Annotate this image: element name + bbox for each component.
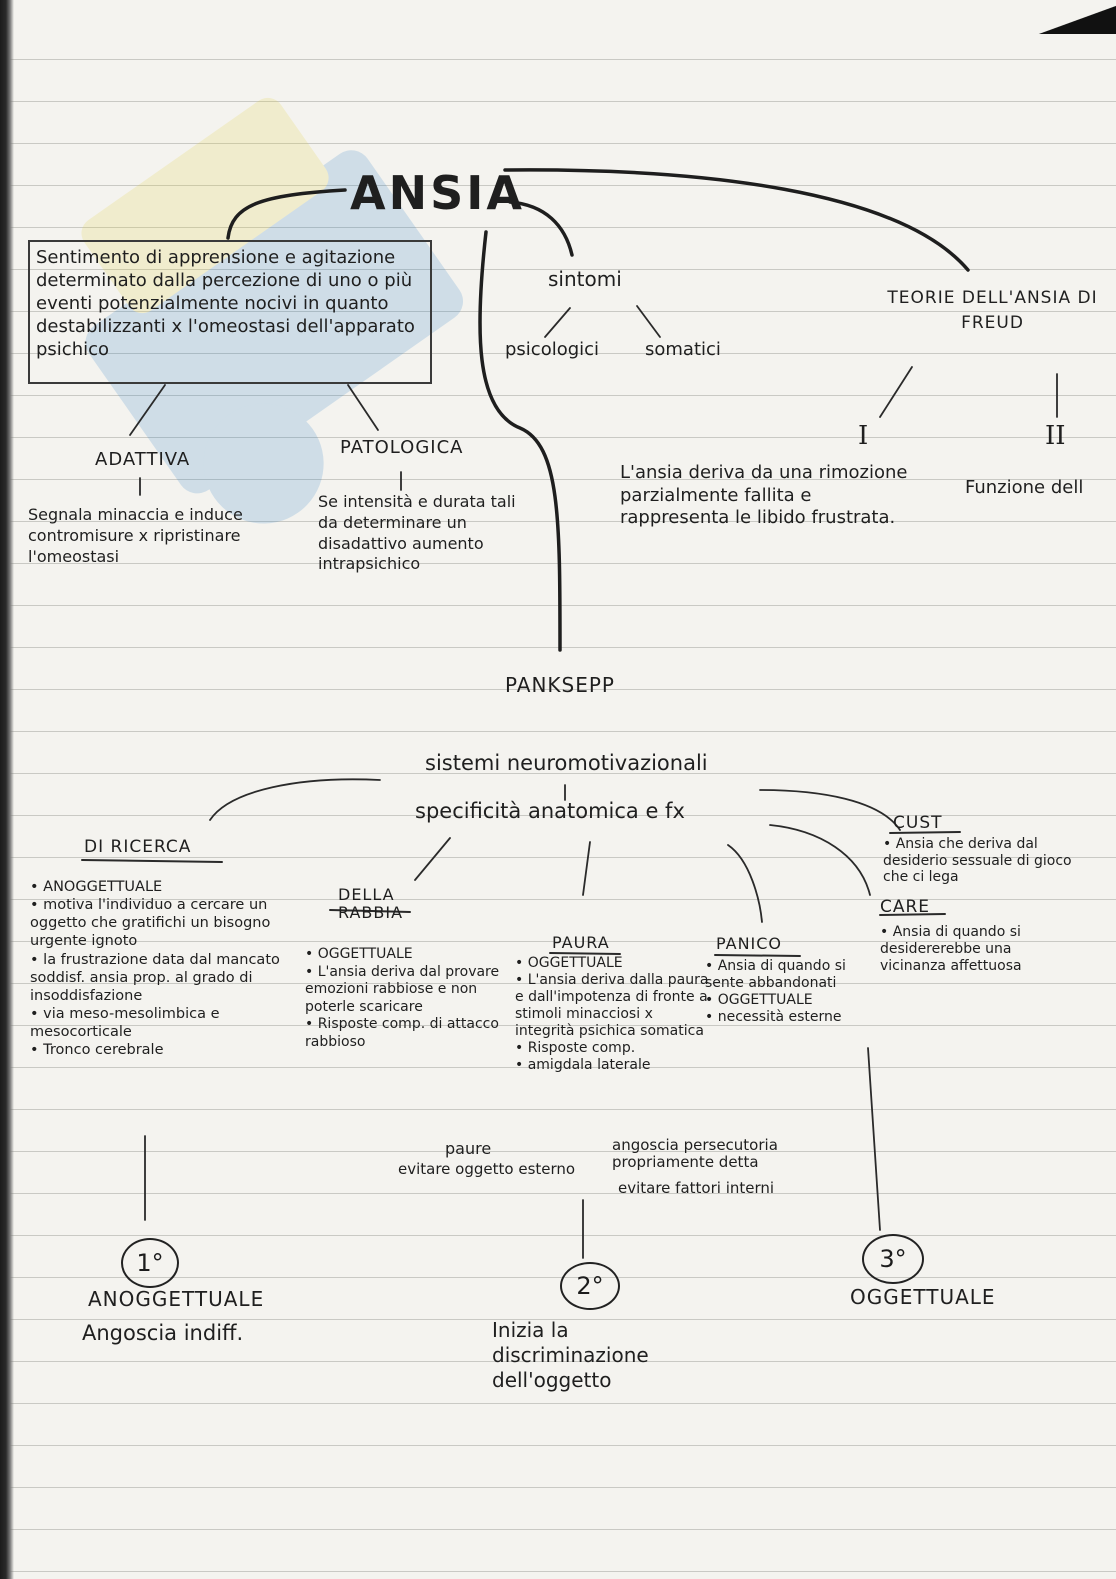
stage-3-label: OGGETTUALE <box>850 1286 996 1308</box>
adattiva-text: Segnala minaccia e induce contromisure x… <box>28 505 298 567</box>
stage-1-circle: 1° <box>121 1238 179 1288</box>
stage-1-sub: Angoscia indiff. <box>82 1322 243 1346</box>
teoria-one-text: L'ansia deriva da una rimozione parzialm… <box>620 462 910 530</box>
patologica-text: Se intensità e durata tali da determinar… <box>318 492 538 575</box>
paura-title: PAURA <box>552 934 610 952</box>
paure-label: paure <box>445 1140 491 1158</box>
angoscia-label: angoscia persecutoria propriamente detta <box>612 1137 852 1172</box>
adattiva-label: ADATTIVA <box>95 450 190 470</box>
stage-1-label: ANOGGETTUALE <box>88 1288 264 1310</box>
care-title: CARE <box>880 898 930 917</box>
patologica-label: PATOLOGICA <box>340 438 463 458</box>
teoria-one-numeral: I <box>858 422 868 451</box>
teorie-label: TEORIE DELL'ANSIA DI FREUD <box>880 286 1105 335</box>
cust-title: CUST <box>893 814 943 833</box>
ricerca-title: DI RICERCA <box>84 838 191 857</box>
teoria-two-numeral: II <box>1045 422 1066 451</box>
angoscia-text: evitare fattori interni <box>618 1180 774 1197</box>
sintomi-psicologici: psicologici <box>505 340 599 360</box>
care-text: • Ansia di quando si desidererebbe una v… <box>880 924 1080 974</box>
ricerca-text: • ANOGGETTUALE • motiva l'individuo a ce… <box>30 878 295 1059</box>
sintomi-label: sintomi <box>548 268 622 290</box>
rabbia-title: DELLA RABBIA <box>338 886 428 921</box>
panico-text: • Ansia di quando si sente abbandonati •… <box>705 958 870 1026</box>
stage-2-sub: Inizia la discriminazione dell'oggetto <box>492 1318 702 1393</box>
stage-2-circle: 2° <box>560 1262 620 1310</box>
sintomi-somatici: somatici <box>645 340 721 360</box>
paure-text: evitare oggetto esterno <box>398 1160 583 1178</box>
rabbia-text: • OGGETTUALE • L'ansia deriva dal provar… <box>305 946 505 1051</box>
teoria-two-text: Funzione dell <box>965 478 1083 498</box>
panksepp-specificity: specificità anatomica e fx <box>415 800 685 824</box>
stage-3-circle: 3° <box>862 1234 924 1284</box>
panico-title: PANICO <box>716 935 782 953</box>
cust-text: • Ansia che deriva dal desiderio sessual… <box>883 836 1088 886</box>
panksepp-name: PANKSEPP <box>505 674 615 696</box>
paura-text: • OGGETTUALE • L'ansia deriva dalla paur… <box>515 955 715 1075</box>
panksepp-systems: sistemi neuromotivazionali <box>425 752 708 776</box>
page-title: ANSIA <box>350 168 525 220</box>
definition-text: Sentimento di apprensione e agitazione d… <box>36 246 424 361</box>
